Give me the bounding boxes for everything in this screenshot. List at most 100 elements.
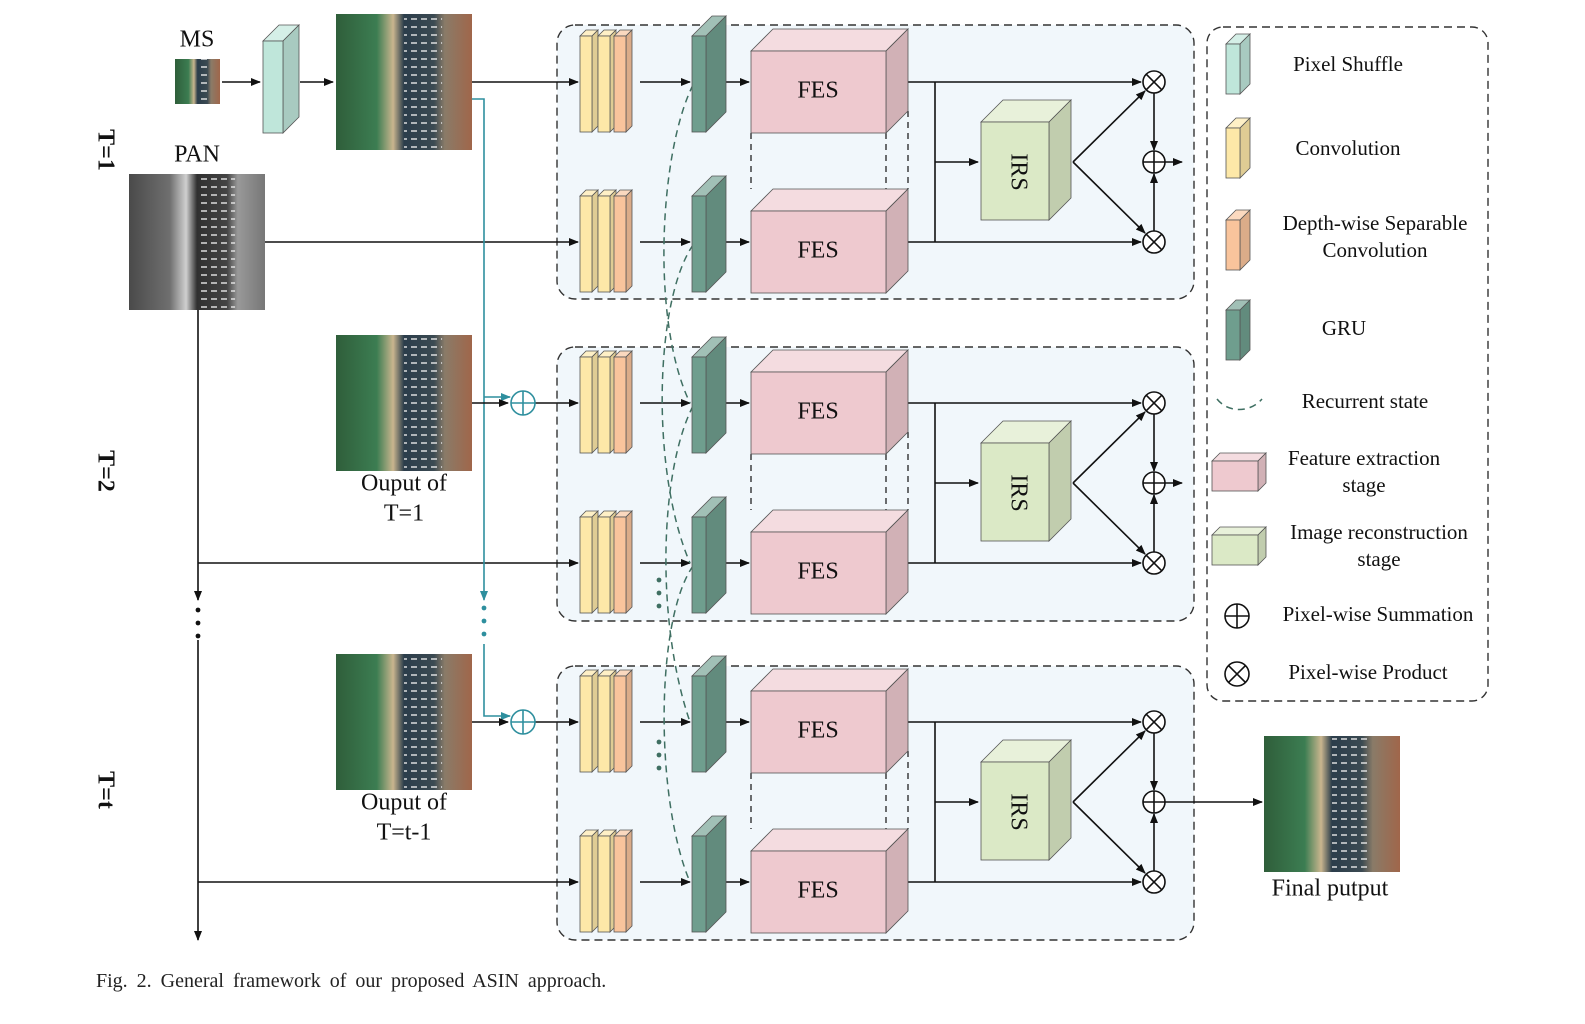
pan-label: PAN	[174, 142, 220, 168]
ellipsis-dot	[481, 618, 487, 624]
ellipsis-dot	[656, 752, 662, 758]
teal-output-line	[472, 98, 488, 601]
recurrent-state-curve	[661, 244, 694, 564]
previous-output-image	[336, 654, 472, 790]
connector-line	[1072, 482, 1146, 555]
legend-label: Convolution	[1322, 238, 1428, 262]
recurrent-state-curve	[663, 565, 694, 883]
depthwise-conv-icon	[1225, 209, 1251, 271]
fes-block	[750, 28, 909, 134]
convolution-layer	[597, 669, 617, 773]
depthwise-conv-layer	[613, 829, 633, 933]
depthwise-conv-layer	[613, 189, 633, 293]
gru-block	[691, 336, 727, 454]
timestep-label: T=t	[92, 771, 118, 809]
convolution-layer	[579, 829, 599, 933]
convolution-layer	[579, 29, 599, 133]
convolution-icon	[1225, 117, 1251, 179]
final-output-image	[1264, 736, 1400, 872]
fes-label: FES	[797, 559, 838, 585]
pixel-wise-summation	[1142, 150, 1166, 174]
pixel-shuffle-icon	[1225, 33, 1251, 95]
connector-line	[1072, 411, 1146, 484]
depthwise-conv-layer	[613, 510, 633, 614]
previous-output-label: T=1	[384, 501, 424, 527]
fes-label: FES	[797, 238, 838, 264]
irs-label: IRS	[1005, 474, 1031, 511]
fes-block	[750, 188, 909, 294]
convolution-layer	[579, 669, 599, 773]
irs-block	[980, 420, 1072, 542]
legend-label: Feature extraction	[1288, 446, 1441, 470]
irs-block	[980, 739, 1072, 861]
irs-icon	[1211, 526, 1267, 566]
ms-image	[175, 59, 220, 104]
ellipsis-dot	[656, 590, 662, 596]
product-icon	[1224, 661, 1250, 687]
pixel-wise-product	[1142, 870, 1166, 894]
recurrent-state-curve	[665, 405, 694, 723]
gru-block	[691, 15, 727, 133]
connector-line	[1072, 90, 1146, 163]
legend-label: stage	[1342, 473, 1385, 497]
ellipsis-dot	[656, 739, 662, 745]
input-summation	[510, 709, 536, 735]
gru-block	[691, 175, 727, 293]
ellipsis-dot	[481, 605, 487, 611]
convolution-layer	[597, 29, 617, 133]
depthwise-conv-layer	[613, 350, 633, 454]
gru-block	[691, 655, 727, 773]
teal-output-line	[483, 644, 511, 720]
convolution-layer	[597, 350, 617, 454]
legend-label: Convolution	[1295, 136, 1401, 160]
final-output-label: Final putput	[1272, 876, 1389, 902]
legend-label: Image reconstruction	[1290, 520, 1468, 544]
conv-stack	[579, 350, 633, 454]
pixel-wise-product	[1142, 710, 1166, 734]
convolution-layer	[597, 829, 617, 933]
ellipsis-dot	[656, 765, 662, 771]
ellipsis-dot	[195, 620, 201, 626]
timestep-label: T=2	[92, 450, 118, 492]
connector-line	[1072, 801, 1146, 874]
conv-stack	[579, 189, 633, 293]
gru-block	[691, 496, 727, 614]
fes-label: FES	[797, 78, 838, 104]
recurrent-state-icon	[1216, 398, 1263, 411]
conv-stack	[579, 669, 633, 773]
conv-stack	[579, 510, 633, 614]
irs-block	[980, 99, 1072, 221]
upsampled-ms-image	[336, 14, 472, 150]
convolution-layer	[579, 350, 599, 454]
legend-label: Depth-wise Separable	[1283, 211, 1468, 235]
pixel-wise-summation	[1142, 471, 1166, 495]
fes-icon	[1211, 452, 1267, 492]
previous-output-label: T=t-1	[377, 820, 432, 846]
irs-label: IRS	[1005, 793, 1031, 830]
pixel-wise-product	[1142, 230, 1166, 254]
ellipsis-dot	[656, 577, 662, 583]
irs-label: IRS	[1005, 153, 1031, 190]
legend-label: Pixel-wise Product	[1288, 660, 1447, 684]
convolution-layer	[579, 189, 599, 293]
fes-label: FES	[797, 399, 838, 425]
connector-line	[1072, 730, 1146, 803]
ellipsis-dot	[656, 603, 662, 609]
convolution-layer	[597, 189, 617, 293]
connector-line	[1072, 161, 1146, 234]
legend-label: stage	[1357, 547, 1400, 571]
fes-block	[750, 668, 909, 774]
conv-stack	[579, 29, 633, 133]
convolution-layer	[597, 510, 617, 614]
depthwise-conv-layer	[613, 29, 633, 133]
legend-label: Pixel-wise Summation	[1283, 602, 1474, 626]
pixel-wise-product	[1142, 70, 1166, 94]
legend-panel	[1206, 26, 1489, 702]
gru-icon	[1225, 299, 1251, 361]
convolution-layer	[579, 510, 599, 614]
sum-icon	[1224, 603, 1250, 629]
timestep-label: T=1	[92, 129, 118, 171]
legend-label: Pixel Shuffle	[1293, 52, 1403, 76]
legend-label: Recurrent state	[1302, 389, 1429, 413]
